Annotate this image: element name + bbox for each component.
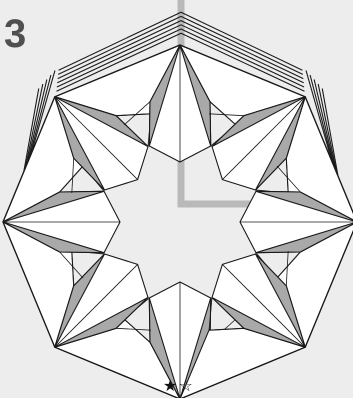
difficulty-rating: ★☆ (163, 377, 194, 395)
rating-star-empty: ☆ (178, 376, 193, 395)
rating-star-filled: ★ (163, 376, 178, 395)
wreath-units (3, 45, 353, 398)
